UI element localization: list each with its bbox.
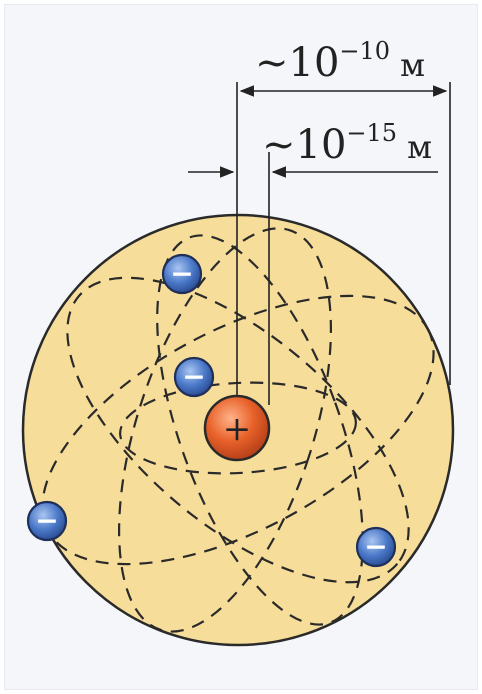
electron-minus-sign: −: [35, 504, 58, 537]
nucleus: +: [203, 394, 271, 462]
orbit-tilted-right: [66, 276, 410, 584]
electron-minus-sign: −: [364, 530, 387, 563]
electron-right: −: [355, 526, 397, 568]
nucleus-plus-sign: +: [223, 409, 252, 449]
electron-left: −: [26, 500, 68, 542]
electron-inner: −: [173, 356, 215, 398]
orbit-vertical-right: [156, 234, 364, 626]
electron-minus-sign: −: [170, 257, 193, 290]
electron-minus-sign: −: [182, 360, 205, 393]
orbit-inner: [119, 381, 357, 475]
dimension-lines: [188, 82, 451, 405]
electron-top: −: [161, 253, 203, 295]
orbit-vertical-left: [117, 227, 333, 633]
